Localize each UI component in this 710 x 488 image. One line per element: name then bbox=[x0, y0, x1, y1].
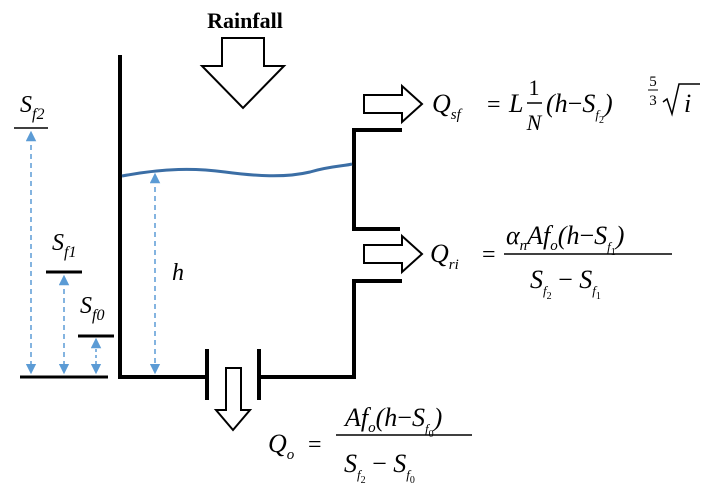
sf0-label: Sf0 bbox=[80, 293, 104, 324]
svg-text:(h−Sf2): (h−Sf2) bbox=[546, 89, 613, 126]
threshold-levels: Sf2 Sf1 Sf0 bbox=[14, 92, 114, 379]
svg-text:i: i bbox=[684, 89, 691, 118]
sf2-label: Sf2 bbox=[20, 92, 44, 123]
svg-text:Sf2 − Sf0: Sf2 − Sf0 bbox=[344, 449, 415, 486]
bottom-outflow-formula: Qo = Afo(h−Sf0) Sf2 − Sf0 bbox=[268, 403, 472, 486]
svg-text:Qo: Qo bbox=[268, 429, 295, 463]
intermediate-outflow-arrow bbox=[363, 233, 424, 275]
svg-text:=: = bbox=[487, 92, 501, 118]
rainfall-arrow bbox=[199, 37, 287, 110]
svg-text:Qsf: Qsf bbox=[432, 89, 463, 123]
surface-outflow-formula: Qsf = L 1 N (h−Sf2) 5 3 i bbox=[432, 74, 700, 135]
tank bbox=[118, 55, 402, 400]
rainfall-label: Rainfall bbox=[207, 8, 283, 33]
svg-text:=: = bbox=[482, 242, 496, 268]
svg-text:3: 3 bbox=[649, 93, 657, 109]
h-label: h bbox=[172, 260, 184, 286]
bottom-outflow-arrow bbox=[213, 367, 253, 432]
sqrt-sign bbox=[662, 83, 700, 117]
svg-text:L: L bbox=[508, 89, 523, 118]
sf1-label: Sf1 bbox=[52, 230, 76, 261]
water-surface bbox=[121, 162, 353, 178]
intermediate-outflow-formula: Qri = αnAfo(h−Sf1) Sf2 − Sf1 bbox=[430, 221, 672, 302]
svg-text:Qri: Qri bbox=[430, 239, 459, 273]
svg-text:5: 5 bbox=[649, 74, 657, 90]
svg-text:1: 1 bbox=[529, 75, 540, 100]
svg-text:αnAfo(h−Sf1): αnAfo(h−Sf1) bbox=[506, 221, 624, 258]
svg-text:N: N bbox=[526, 110, 543, 135]
svg-text:Sf2 − Sf1: Sf2 − Sf1 bbox=[530, 265, 601, 302]
surface-outflow-arrow bbox=[363, 83, 424, 125]
svg-text:=: = bbox=[308, 432, 322, 458]
